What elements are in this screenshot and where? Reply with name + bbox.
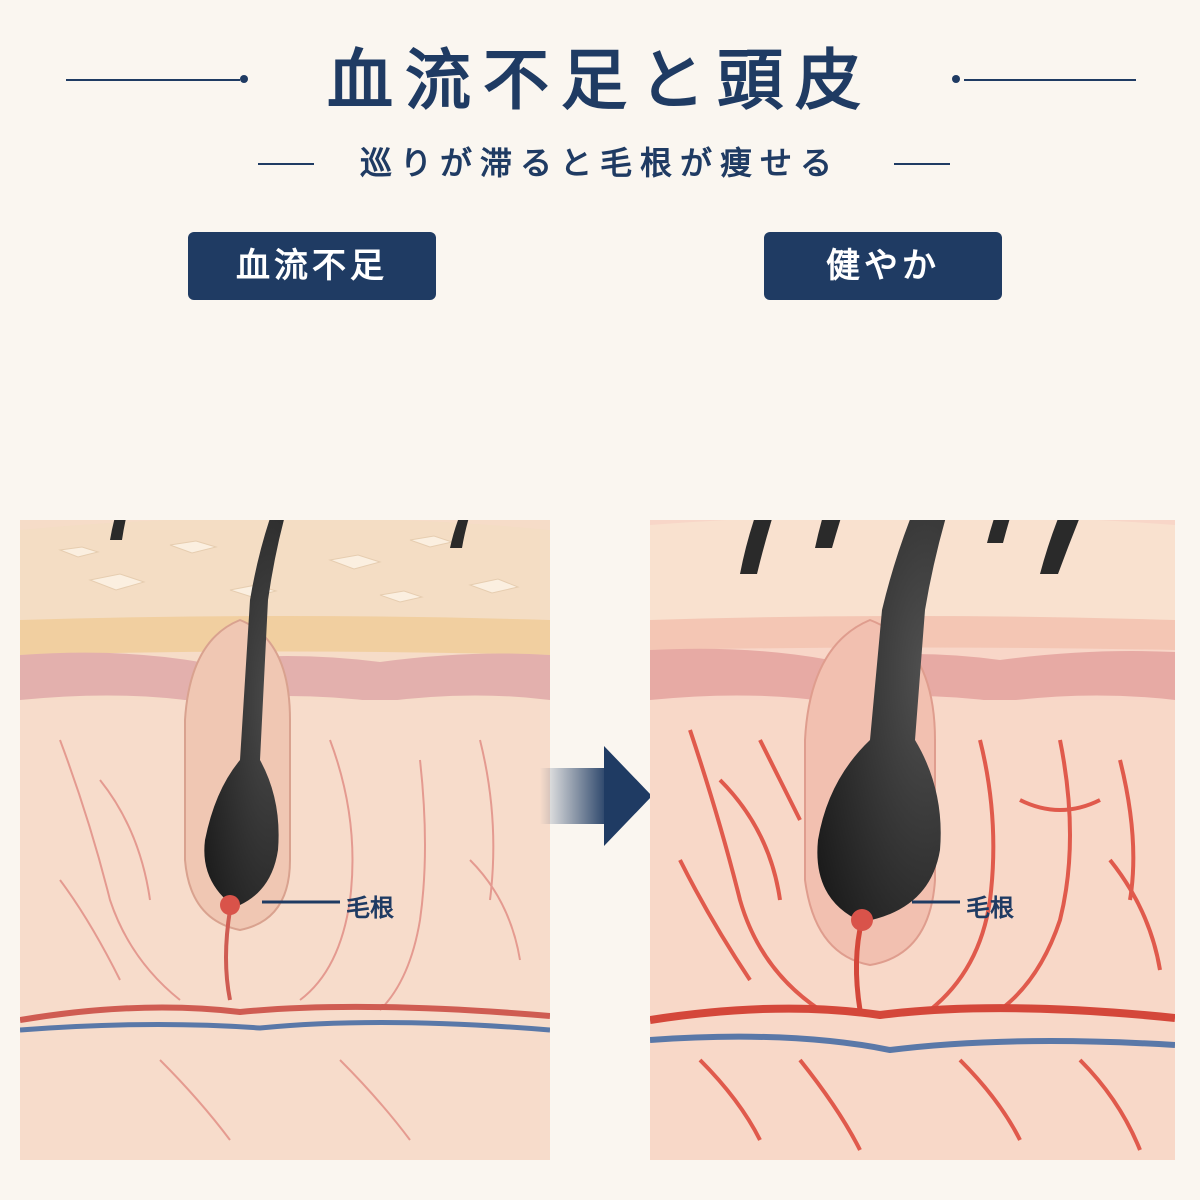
title-rule-left <box>66 79 240 81</box>
subtitle-dash-left <box>258 163 314 165</box>
title-dot-left <box>240 75 248 83</box>
right-skin-section <box>650 520 1175 1160</box>
left-panel-label: 血流不足 <box>188 232 436 300</box>
left-root-label: 毛根 <box>346 894 394 922</box>
title-dot-right <box>952 75 960 83</box>
subtitle-row: 巡りが滞ると毛根が痩せる <box>0 140 1200 186</box>
right-panel-label: 健やか <box>764 232 1002 300</box>
left-skin-section <box>20 520 550 1160</box>
page-subtitle: 巡りが滞ると毛根が痩せる <box>359 144 840 182</box>
title-row: 血流不足と頭皮 <box>0 40 1200 120</box>
right-root-label: 毛根 <box>966 894 1014 922</box>
subtitle-dash-right <box>894 163 950 165</box>
page-title: 血流不足と頭皮 <box>327 41 873 119</box>
title-rule-right <box>964 79 1136 81</box>
right-arrow-icon <box>540 746 652 846</box>
